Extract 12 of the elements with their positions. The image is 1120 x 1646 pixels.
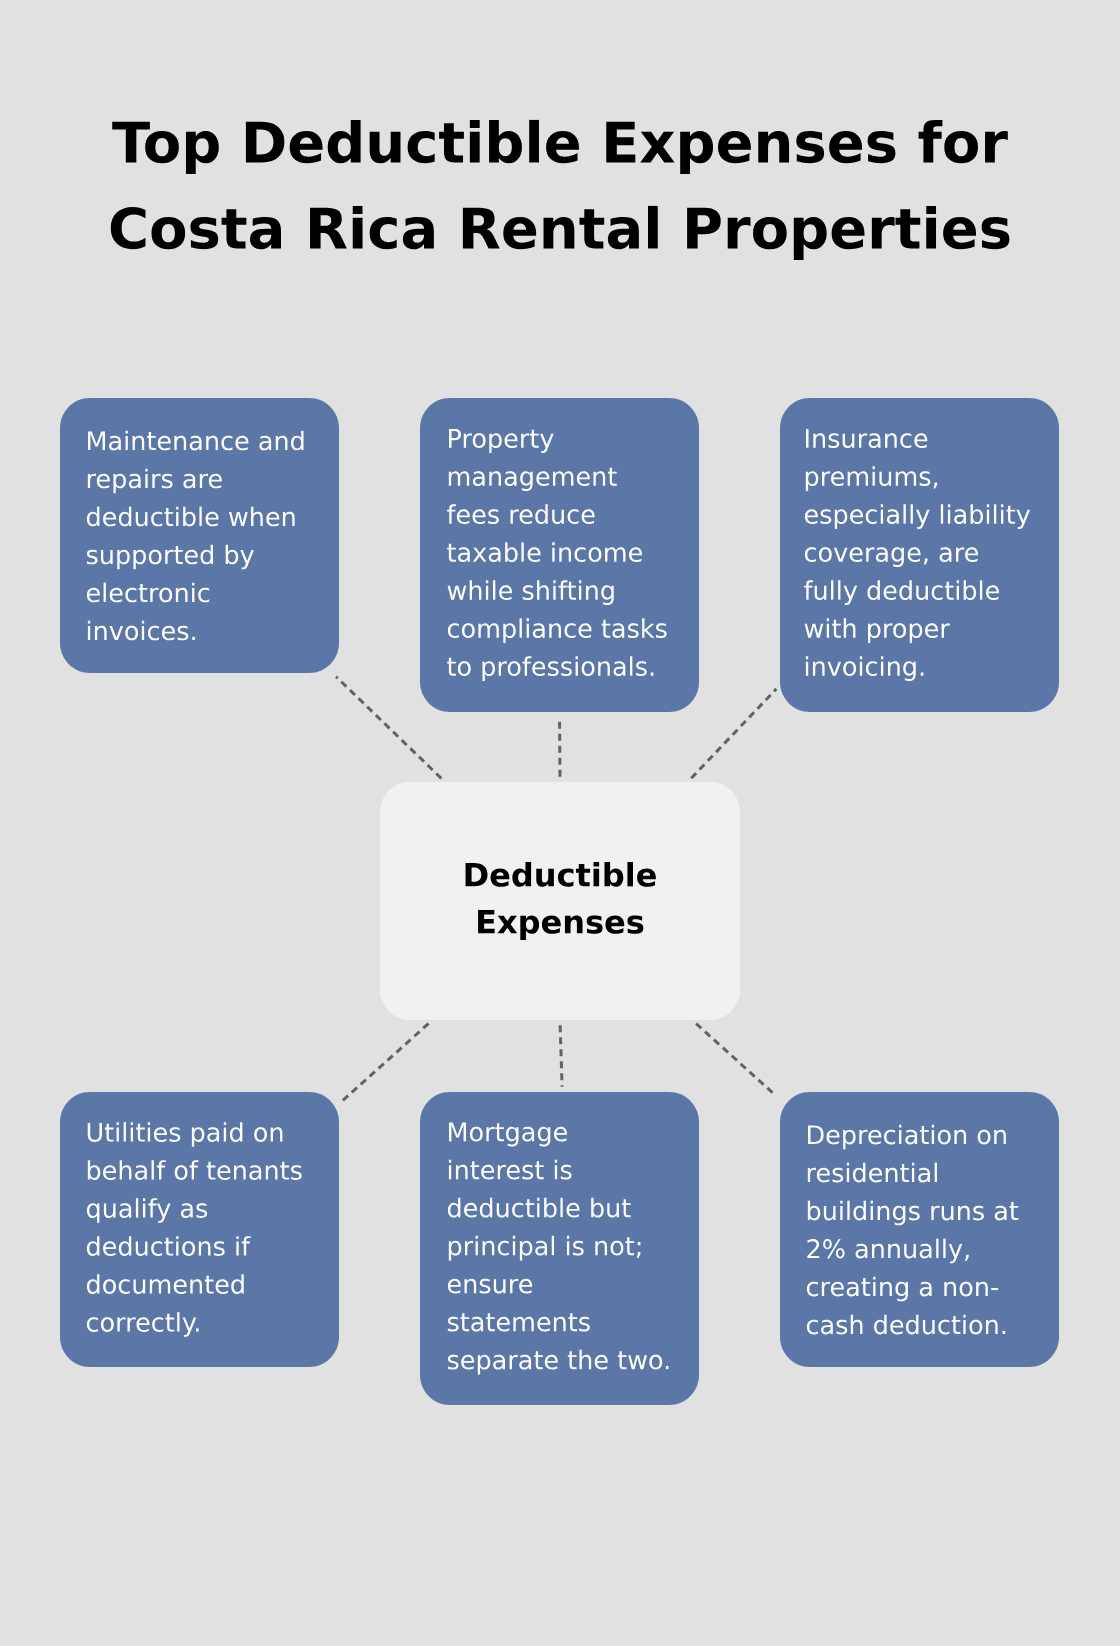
dashed-connector [341, 1022, 430, 1102]
info-box: Utilities paid on behalf of tenants qualify as deductions if documented correctly. [60, 1092, 339, 1367]
dashed-connector [558, 1025, 564, 1087]
dashed-connector [335, 675, 443, 780]
info-box: Insurance premiums, especially liability coverage, are fully deductible with proper invoicing. [780, 398, 1059, 712]
info-box: Property management fees reduce taxable income while shifting compliance tasks to professionals. [420, 398, 699, 712]
dashed-connector [690, 687, 778, 780]
info-box: Depreciation on residential buildings runs at 2% annually, creating a non-cash deduction. [780, 1092, 1059, 1367]
info-box: Maintenance and repairs are deductible when supported by electronic invoices. [60, 398, 339, 673]
topic-box: Deductible Expenses [380, 782, 740, 1020]
title: Top Deductible Expenses for Costa Rica Rental Properties [110, 119, 1010, 261]
info-box: Mortgage interest is deductible but principal is not; ensure statements separate the two. [420, 1092, 699, 1405]
